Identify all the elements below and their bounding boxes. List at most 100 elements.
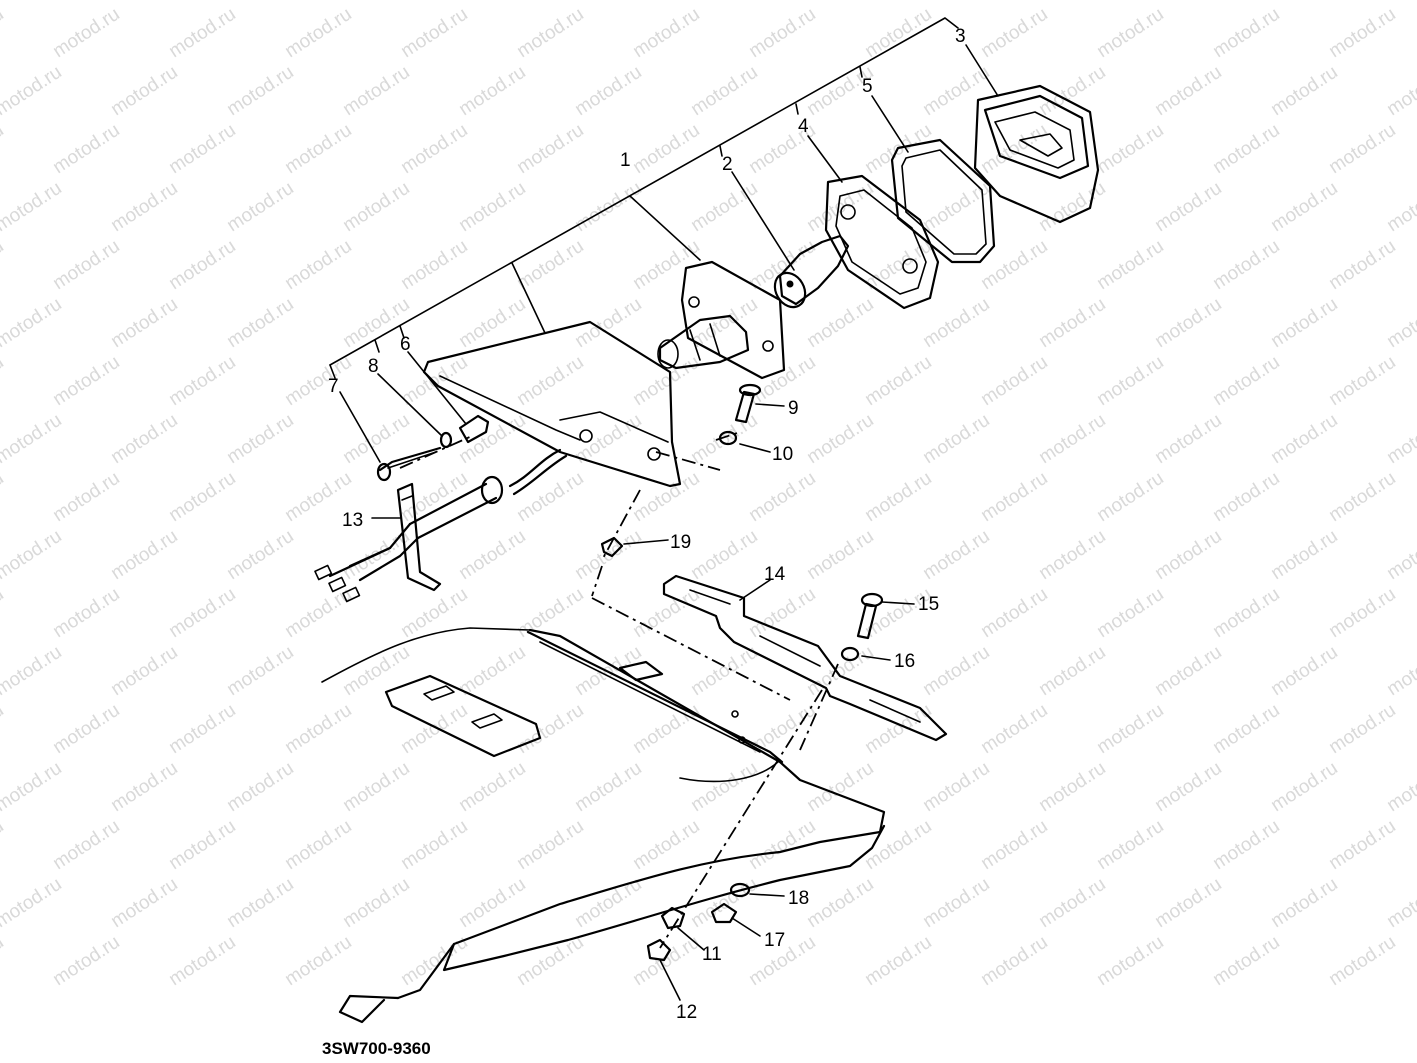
nut-12 [646, 938, 672, 962]
watermark-text: motod.ru [281, 816, 355, 874]
watermark-text: motod.ru [1209, 352, 1283, 410]
watermark-text: motod.ru [977, 932, 1051, 990]
watermark-text: motod.ru [1383, 874, 1417, 932]
watermark-text: motod.ru [1151, 410, 1225, 468]
watermark-text: motod.ru [0, 62, 66, 120]
watermark-text: motod.ru [1209, 236, 1283, 294]
watermark-text: motod.ru [1325, 352, 1399, 410]
watermark-text: motod.ru [687, 178, 761, 236]
watermark-text: motod.ru [455, 874, 529, 932]
bolt-15 [856, 592, 884, 640]
watermark-text: motod.ru [49, 236, 123, 294]
watermark-text: motod.ru [397, 4, 471, 62]
watermark-text: motod.ru [49, 932, 123, 990]
watermark-text: motod.ru [629, 120, 703, 178]
watermark-text: motod.ru [1035, 410, 1109, 468]
watermark-text: motod.ru [223, 0, 297, 4]
watermark-text: motod.ru [745, 468, 819, 526]
watermark-text: motod.ru [107, 178, 181, 236]
watermark-text: motod.ru [745, 584, 819, 642]
watermark-text: motod.ru [919, 758, 993, 816]
watermark-text: motod.ru [0, 758, 66, 816]
callout-1: 1 [620, 150, 631, 171]
watermark-text: motod.ru [1267, 410, 1341, 468]
watermark-text: motod.ru [1267, 758, 1341, 816]
watermark-text: motod.ru [397, 236, 471, 294]
watermark-text: motod.ru [455, 0, 529, 4]
watermark-text: motod.ru [919, 410, 993, 468]
watermark-text: motod.ru [1035, 0, 1109, 4]
callout-14: 14 [764, 564, 786, 585]
watermark-text: motod.ru [571, 178, 645, 236]
watermark-text: motod.ru [1325, 4, 1399, 62]
tail-light-socket [657, 260, 786, 380]
watermark-text: motod.ru [1093, 816, 1167, 874]
watermark-text: motod.ru [107, 642, 181, 700]
watermark-text: motod.ru [455, 526, 529, 584]
washer [439, 431, 453, 449]
watermark-text: motod.ru [1267, 642, 1341, 700]
watermark-text: motod.ru [571, 0, 645, 4]
watermark-text: motod.ru [397, 700, 471, 758]
bulb [773, 234, 850, 309]
watermark-text: motod.ru [977, 700, 1051, 758]
watermark-text: motod.ru [1035, 178, 1109, 236]
watermark-text: motod.ru [1325, 932, 1399, 990]
watermark-text: motod.ru [0, 932, 8, 990]
watermark-text: motod.ru [1093, 236, 1167, 294]
watermark-text: motod.ru [339, 874, 413, 932]
watermark-text: motod.ru [1093, 352, 1167, 410]
callout-2: 2 [722, 154, 733, 175]
watermark-text: motod.ru [977, 120, 1051, 178]
watermark-text: motod.ru [165, 584, 239, 642]
wire-harness [314, 448, 568, 603]
watermark-text: motod.ru [339, 178, 413, 236]
watermark-text: motod.ru [1383, 294, 1417, 352]
callout-labels: 3 5 4 2 1 6 8 7 9 10 13 19 14 15 16 18 1… [328, 26, 966, 1023]
watermark-text: motod.ru [1151, 294, 1225, 352]
watermark-text: motod.ru [919, 642, 993, 700]
watermark-text: motod.ru [397, 816, 471, 874]
callout-12: 12 [676, 1002, 697, 1023]
watermark-text: motod.ru [281, 120, 355, 178]
watermark-text: motod.ru [1151, 178, 1225, 236]
assembly-bracket [329, 17, 959, 379]
nut-17 [710, 902, 738, 924]
watermark-text: motod.ru [0, 700, 8, 758]
watermark-text: motod.ru [1035, 526, 1109, 584]
watermark-text: motod.ru [1209, 120, 1283, 178]
watermark-text: motod.ru [571, 62, 645, 120]
watermark-text: motod.ru [49, 584, 123, 642]
watermark-text: motod.ru [745, 236, 819, 294]
watermark-text: motod.ru [0, 642, 66, 700]
watermark-text: motod.ru [1093, 584, 1167, 642]
watermark-text: motod.ru [803, 294, 877, 352]
callout-11: 11 [702, 944, 722, 965]
watermark-text: motod.ru [629, 352, 703, 410]
watermark-text: motod.ru [397, 120, 471, 178]
washer-16 [840, 646, 860, 662]
watermark-text: motod.ru [571, 758, 645, 816]
watermark-text: motod.ru [977, 4, 1051, 62]
watermark-text: motod.ru [281, 932, 355, 990]
watermark-text: motod.ru [745, 4, 819, 62]
watermark-text: motod.ru [1267, 178, 1341, 236]
watermark-text: motod.ru [1151, 642, 1225, 700]
watermark-text: motod.ru [1209, 4, 1283, 62]
watermark-text: motod.ru [0, 4, 8, 62]
watermark-text: motod.ru [1209, 816, 1283, 874]
watermark-text: motod.ru [49, 816, 123, 874]
watermark-text: motod.ru [107, 294, 181, 352]
watermark-text: motod.ru [1267, 874, 1341, 932]
watermark-text: motod.ru [977, 468, 1051, 526]
callout-4: 4 [798, 116, 809, 137]
watermark-text: motod.ru [803, 642, 877, 700]
watermark-text: motod.ru [281, 352, 355, 410]
callout-17: 17 [764, 930, 785, 951]
watermark-text: motod.ru [1383, 758, 1417, 816]
callout-9: 9 [788, 398, 799, 419]
watermark-text: motod.ru [803, 410, 877, 468]
lens-gasket [890, 138, 996, 264]
